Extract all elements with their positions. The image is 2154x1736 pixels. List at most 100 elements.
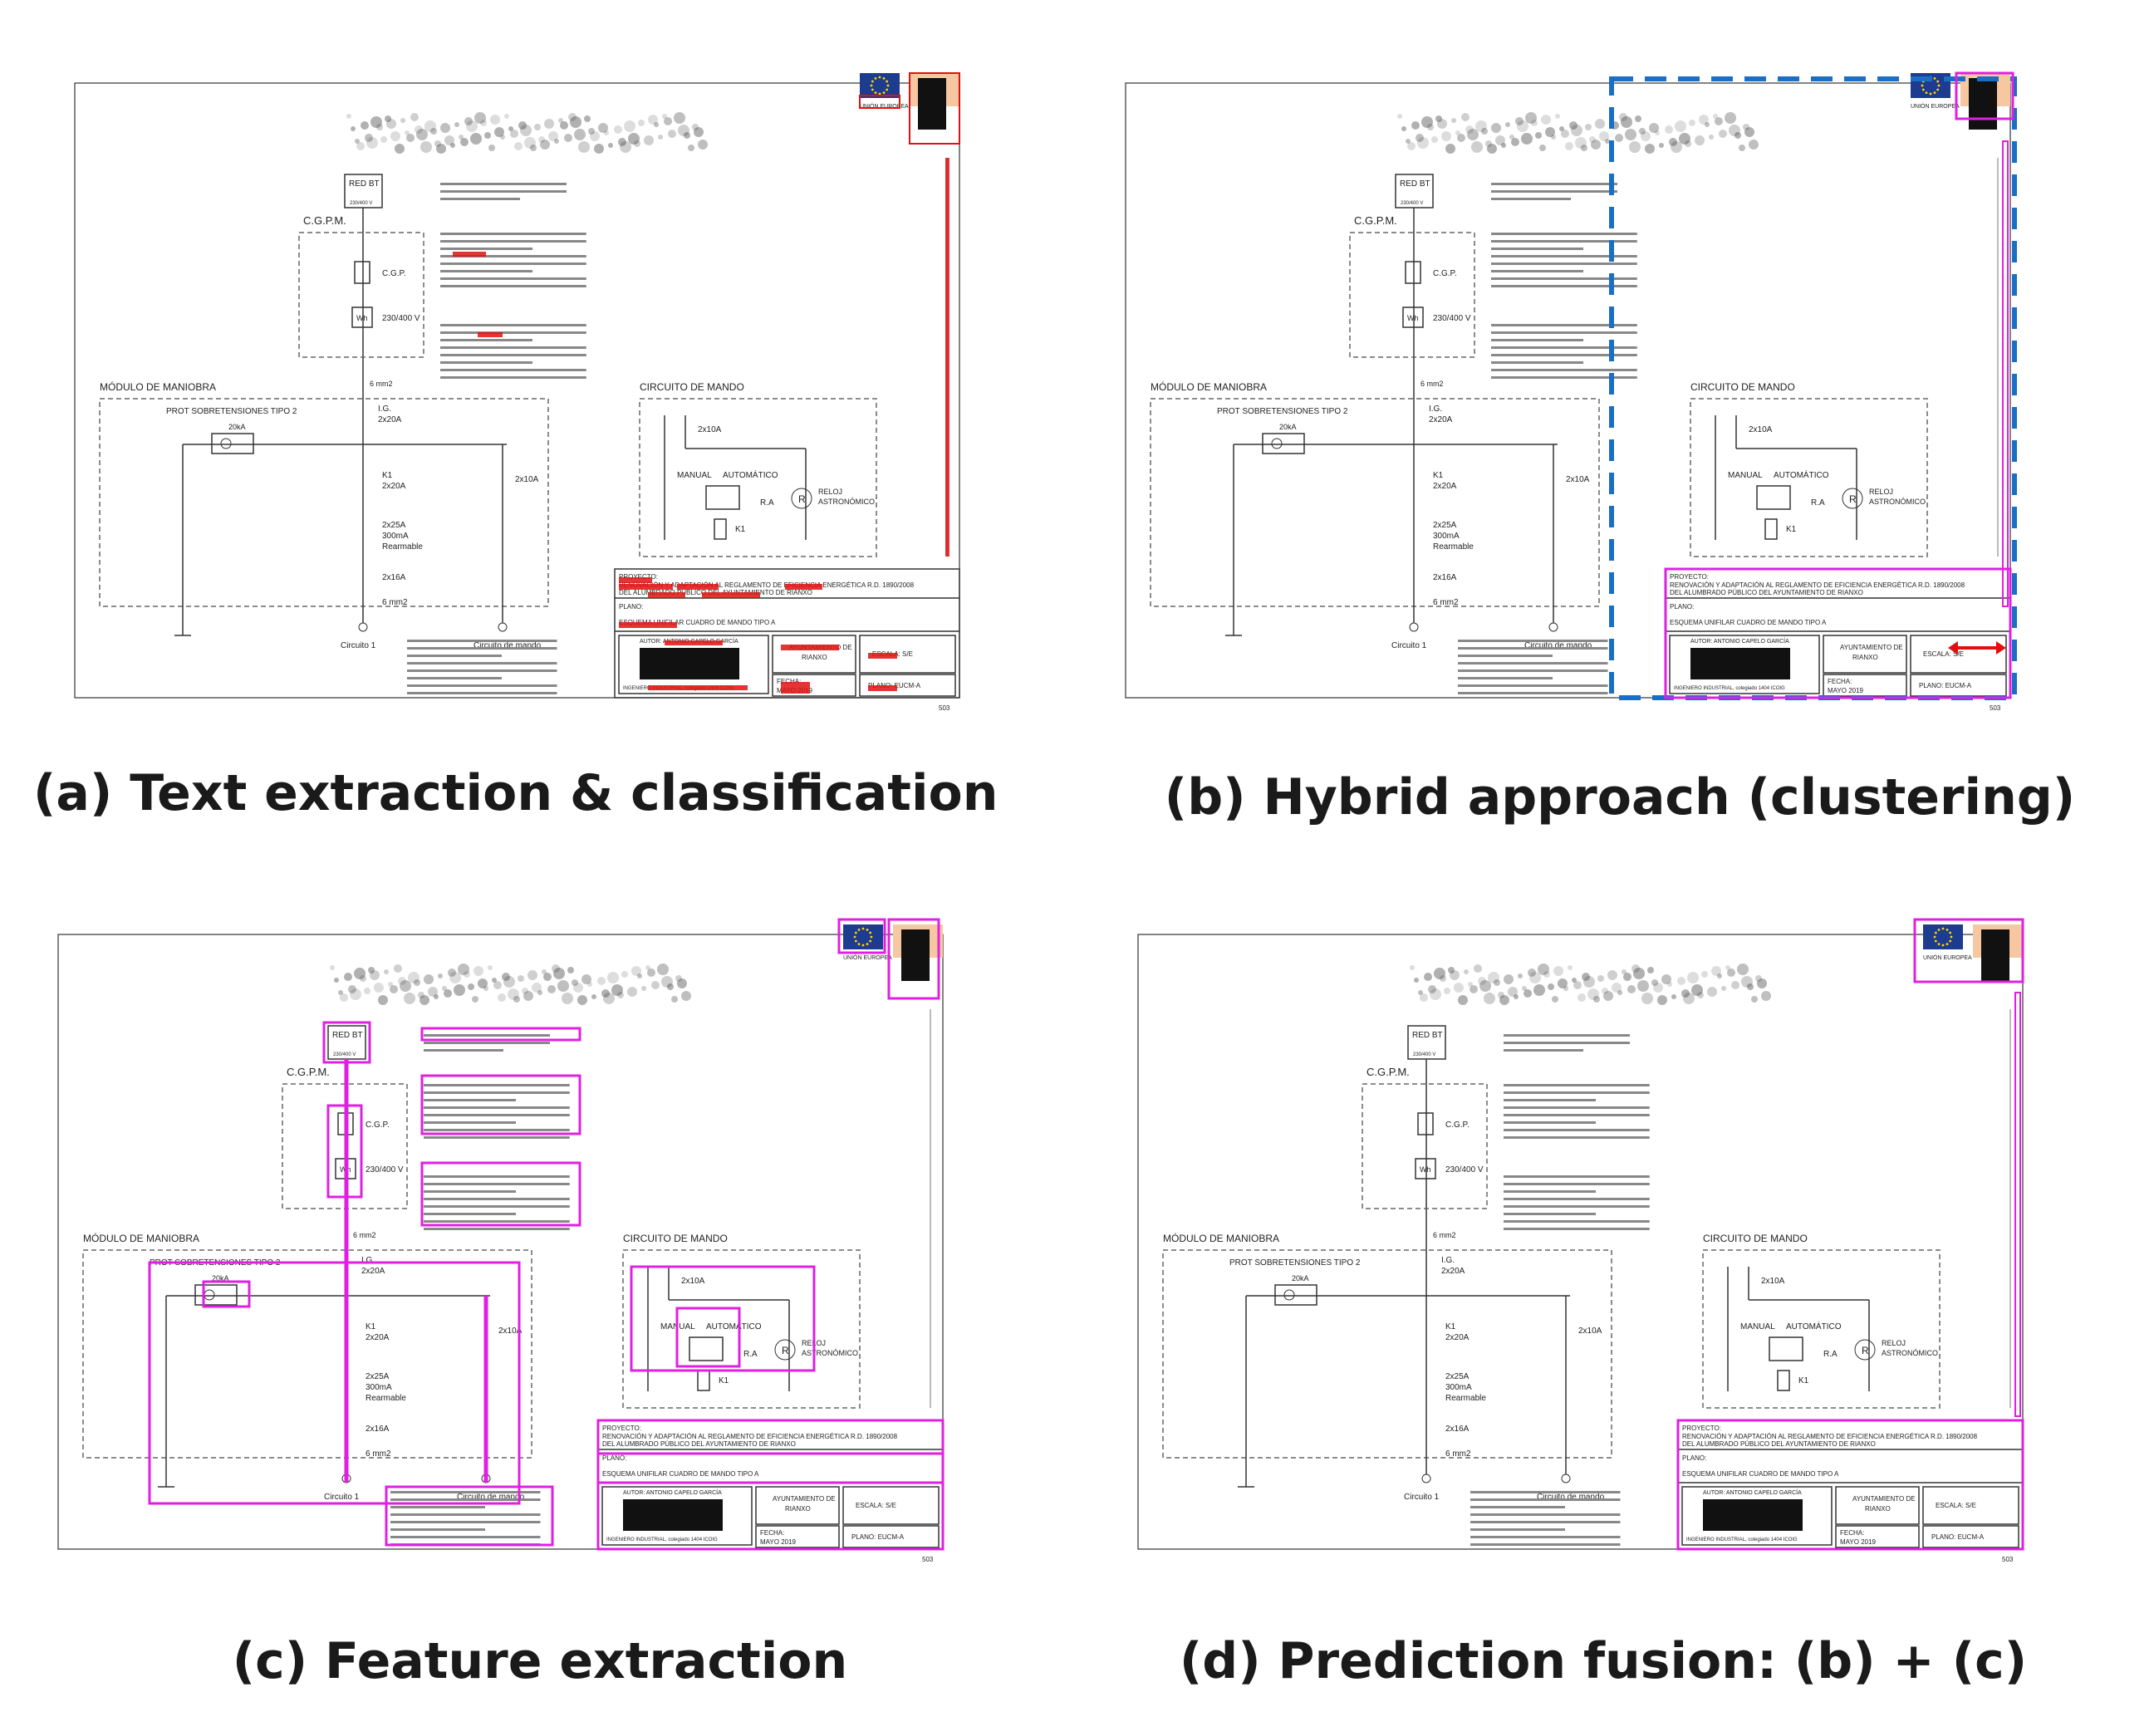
circuito1-label: Circuito 1 xyxy=(341,641,376,650)
feat-mando-2 xyxy=(675,1307,741,1368)
blob-dot xyxy=(348,985,356,993)
k1-value: 2x20A xyxy=(1433,482,1457,491)
blob-dot xyxy=(1629,141,1641,153)
ka-label: 20kA xyxy=(1279,423,1297,431)
blob-dot xyxy=(503,976,515,988)
text-line xyxy=(424,1106,570,1109)
blob-dot xyxy=(498,993,506,1002)
feat-modulo xyxy=(148,1261,521,1505)
blob-dot xyxy=(430,128,437,135)
redacted-signature xyxy=(623,1499,723,1531)
k1-coil-label: K1 xyxy=(735,525,746,534)
blob-dot xyxy=(1591,140,1601,150)
blob-dot xyxy=(1450,970,1460,980)
blob-dot xyxy=(1599,131,1609,141)
blob-dot xyxy=(651,981,660,989)
redacted-signature xyxy=(1690,648,1790,679)
blob-dot xyxy=(1669,138,1677,146)
blob-dot xyxy=(1573,981,1582,989)
blob-dot xyxy=(698,140,708,150)
proyecto-line2: DEL ALUMBRADO PÚBLICO DEL AYUNTAMIENTO D… xyxy=(1670,589,1863,596)
text-line xyxy=(390,1528,485,1531)
eu-star xyxy=(1936,88,1940,91)
blob-dot xyxy=(1677,977,1685,985)
breaker-10a: 2x10A xyxy=(515,475,539,484)
blob-dot xyxy=(424,120,436,132)
text-line xyxy=(424,1034,550,1037)
proyecto-line1: RENOVACIÓN Y ADAPTACIÓN AL REGLAMENTO DE… xyxy=(1670,581,1965,589)
surge-protector xyxy=(211,433,254,454)
auto-label: AUTOMÁTICO xyxy=(706,1321,762,1331)
text-line xyxy=(1458,662,1608,664)
blob-dot xyxy=(1514,994,1519,999)
circ-mando-label: Circuito de mando xyxy=(473,641,542,650)
v230-label: 230/400 V xyxy=(366,1165,404,1174)
text-line xyxy=(407,692,557,694)
modulo-box xyxy=(1150,398,1600,607)
blob-dot xyxy=(420,995,429,1005)
ka-label: 20kA xyxy=(212,1274,229,1282)
manual-label: MANUAL xyxy=(1728,471,1763,480)
text-line xyxy=(424,1198,570,1200)
blob-dot xyxy=(1572,978,1577,983)
blob-dot xyxy=(380,136,387,143)
breaker-10a: 2x10A xyxy=(1566,475,1590,484)
mando-box xyxy=(622,1249,861,1409)
diff-rearmable: Rearmable xyxy=(1433,542,1474,552)
text-line xyxy=(1504,1228,1650,1230)
blob-dot xyxy=(464,971,470,978)
blob-dot xyxy=(664,117,672,125)
blob-dot xyxy=(1729,125,1740,136)
redacted-logo xyxy=(1981,929,2009,981)
blob-dot xyxy=(524,137,536,149)
eu-star xyxy=(869,931,872,934)
blob-dot xyxy=(1511,138,1519,146)
selector-switch xyxy=(705,485,740,510)
blob-dot xyxy=(1701,971,1708,978)
blob-dot xyxy=(1485,140,1492,147)
blob-dot xyxy=(1499,995,1509,1005)
blob-dot xyxy=(334,978,339,983)
eu-label: UNIÓN EUROPEA xyxy=(843,954,892,961)
text-line xyxy=(424,1049,503,1052)
blob-dot xyxy=(374,983,384,993)
surge-icon xyxy=(220,438,232,449)
blob-dot xyxy=(361,121,369,130)
blob-dot xyxy=(448,969,456,977)
eu-star xyxy=(1941,927,1945,930)
ingeniero-label: INGENIERO INDUSTRIAL, colegiado 1404 ICO… xyxy=(606,1537,718,1542)
blob-dot xyxy=(607,972,619,983)
eu-star xyxy=(1937,943,1941,946)
note-block-1 xyxy=(1504,1034,1630,1052)
blob-dot xyxy=(356,142,365,150)
eu-star xyxy=(882,76,886,80)
text-line xyxy=(440,255,586,257)
blob-dot xyxy=(1553,966,1563,976)
blob-dot xyxy=(1649,123,1659,133)
proyecto-line1: RENOVACIÓN Y ADAPTACIÓN AL REGLAMENTO DE… xyxy=(602,1433,898,1440)
ayto-box xyxy=(772,635,856,674)
text-line xyxy=(1504,1049,1583,1052)
eu-star xyxy=(857,943,861,946)
blob-dot xyxy=(434,140,441,147)
escala-value: ESCALA: S/E xyxy=(1923,650,1964,658)
eu-label: UNIÓN EUROPEA xyxy=(1923,954,1972,961)
eu-star xyxy=(1945,928,1949,931)
proyecto-label: PROYECTO: xyxy=(602,1425,641,1432)
ra-label: R.A xyxy=(1823,1350,1838,1359)
page-number: 503 xyxy=(1990,704,2001,712)
blob-dot xyxy=(1552,996,1558,1003)
blob-dot xyxy=(644,135,654,145)
page-number: 503 xyxy=(922,1556,934,1563)
text-line xyxy=(1458,677,1553,679)
eu-star xyxy=(1950,935,1953,939)
selector-switch xyxy=(689,1336,724,1361)
text-line xyxy=(1491,354,1637,356)
blob-dot xyxy=(474,112,486,124)
escala-box xyxy=(859,635,956,674)
eu-star xyxy=(1921,84,1924,87)
blob-dot xyxy=(1734,132,1741,139)
text-line xyxy=(1504,1042,1630,1044)
blob-dot xyxy=(1555,114,1560,119)
eu-star xyxy=(1937,84,1941,87)
